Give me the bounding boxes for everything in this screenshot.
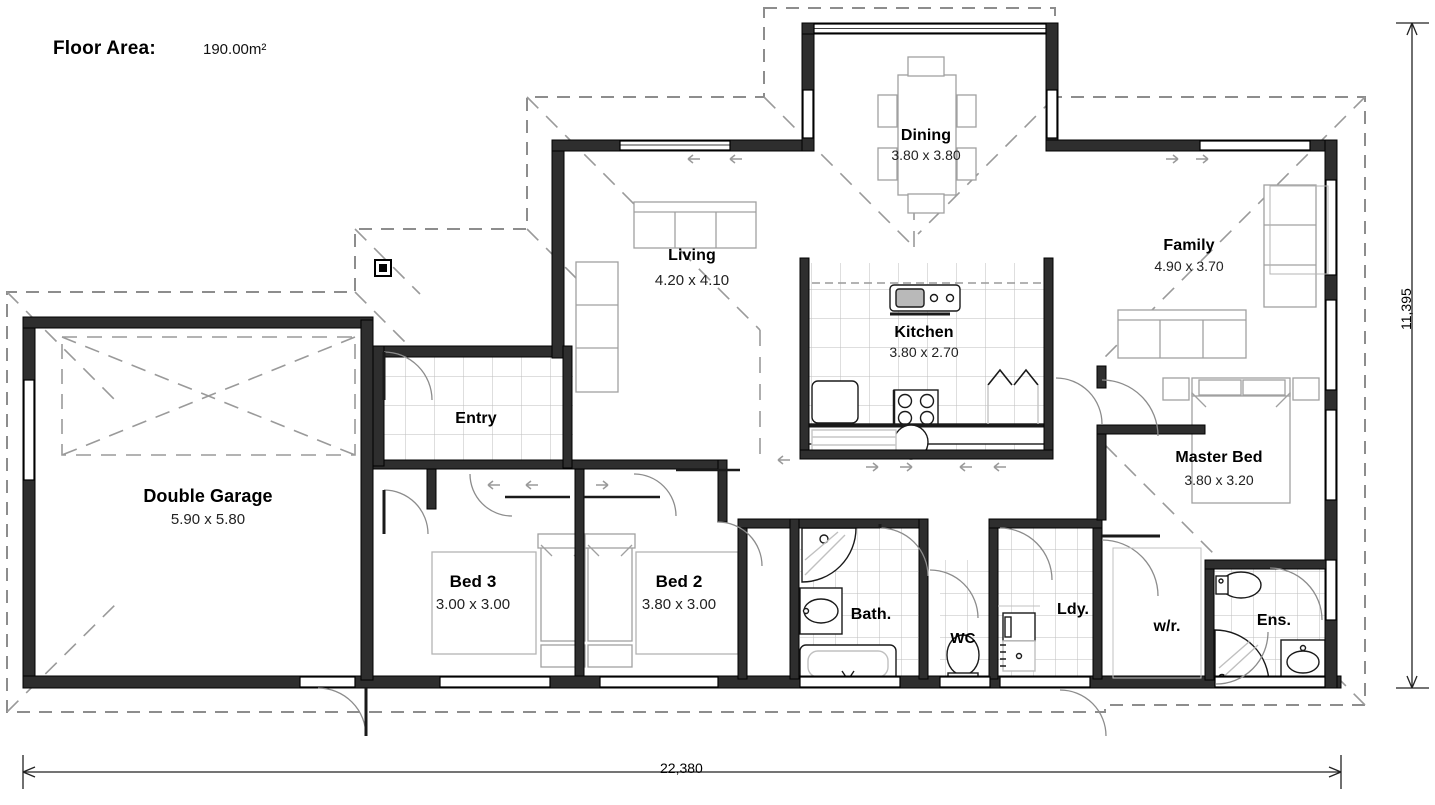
overall-width-dimension-label: 22,380 xyxy=(660,760,703,776)
doors xyxy=(317,351,1323,737)
room-dimensions-double-garage: 5.90 x 5.80 xyxy=(170,511,246,528)
room-name-master-bed: Master Bed xyxy=(1175,449,1263,466)
dimension-lines xyxy=(22,22,1429,789)
ens-toilet xyxy=(1215,571,1262,599)
room-name-bed-3: Bed 3 xyxy=(449,572,497,591)
floor-area-label: Floor Area: xyxy=(53,38,156,59)
room-name-entry: Entry xyxy=(455,410,497,427)
room-name-bath: Bath. xyxy=(850,606,892,623)
flow-arrows xyxy=(487,154,1209,490)
kitchen-fixtures xyxy=(805,282,1051,460)
room-name-wr: w/r. xyxy=(1153,618,1181,635)
room-name-ens: Ens. xyxy=(1256,612,1292,629)
overall-height-dimension-label: 11,395 xyxy=(1398,288,1414,330)
room-dimensions-bed-3: 3.00 x 3.00 xyxy=(435,596,511,613)
bathtub xyxy=(799,644,897,684)
family-shelf xyxy=(1263,184,1317,308)
kitchen-fridge xyxy=(811,380,859,424)
windows xyxy=(23,23,1337,688)
kitchen-cooktop xyxy=(892,389,939,429)
furniture-layer xyxy=(431,56,1320,668)
room-dimensions-living: 4.20 x 4.10 xyxy=(654,272,730,289)
laundry-fixtures xyxy=(1000,612,1036,672)
dining-table xyxy=(877,56,977,214)
room-name-kitchen: Kitchen xyxy=(894,324,954,341)
room-dimensions-kitchen: 3.80 x 2.70 xyxy=(889,344,959,360)
room-dimensions-family: 4.90 x 3.70 xyxy=(1154,258,1224,274)
master-bed-furniture xyxy=(1162,377,1320,504)
bath-shower xyxy=(801,527,857,583)
living-shelf xyxy=(575,261,619,393)
floor-area-value: 190.00m² xyxy=(203,41,267,58)
living-sofa xyxy=(633,201,757,249)
sanitary-fixtures xyxy=(799,527,1326,686)
room-dimensions-dining: 3.80 x 3.80 xyxy=(891,147,961,163)
bath-vanity xyxy=(799,587,843,635)
garage-door-swing-lines xyxy=(61,336,356,456)
room-dimensions-bed-2: 3.80 x 3.00 xyxy=(641,596,717,613)
room-name-family: Family xyxy=(1163,237,1215,254)
kitchen-sink xyxy=(889,284,961,316)
room-name-bed-2: Bed 2 xyxy=(655,572,703,591)
room-name-dining: Dining xyxy=(900,127,952,144)
room-dimensions-master-bed: 3.80 x 3.20 xyxy=(1184,472,1254,488)
room-name-ldy: Ldy. xyxy=(1056,601,1090,618)
room-name-wc: WC xyxy=(950,630,976,647)
room-name-living: Living xyxy=(668,247,716,264)
bed2-furniture xyxy=(584,533,636,668)
ens-vanity xyxy=(1280,639,1326,683)
plan-misc-details xyxy=(374,259,1202,679)
room-name-double-garage: Double Garage xyxy=(143,486,273,506)
family-sofa xyxy=(1117,309,1247,359)
